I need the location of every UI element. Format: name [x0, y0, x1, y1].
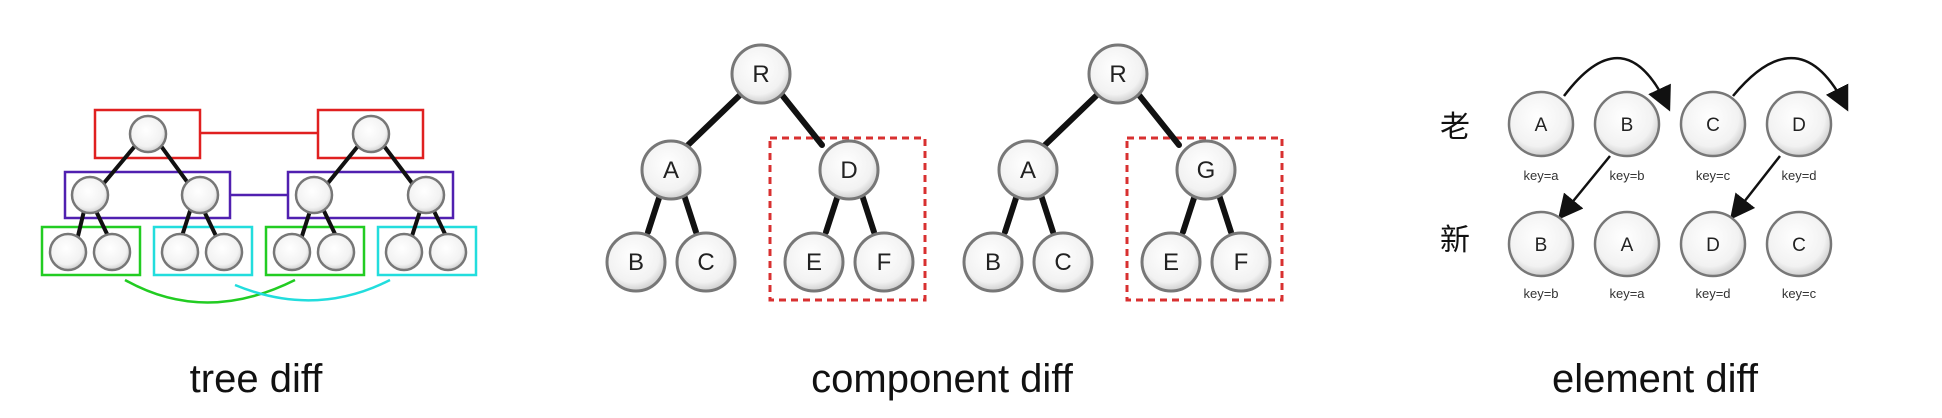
node-b-right — [962, 231, 1024, 293]
node-f-left — [853, 231, 915, 293]
element-diff-caption: element diff — [1552, 357, 1759, 401]
svg-text:E: E — [806, 249, 822, 276]
svg-text:E: E — [1163, 249, 1179, 276]
tree-diff-diagram — [40, 108, 478, 304]
element-diff-diagram: 老 新 A key=a B key=b C key=c D key=d — [1440, 57, 1849, 301]
node-c-right — [1032, 231, 1094, 293]
level3-box-green-left — [40, 225, 142, 277]
svg-text:A: A — [1535, 115, 1548, 136]
svg-text:key=c: key=c — [1782, 286, 1817, 301]
svg-text:key=b: key=b — [1609, 168, 1644, 183]
move-arrows — [1557, 57, 1849, 220]
tree-nodes — [48, 114, 468, 272]
node-e-left — [783, 231, 845, 293]
svg-text:G: G — [1197, 157, 1216, 184]
node-r-left — [730, 43, 792, 105]
old-row-label: 老 — [1440, 110, 1470, 145]
node-b-left — [605, 231, 667, 293]
svg-text:R: R — [752, 61, 769, 88]
green-move-curve — [124, 278, 296, 304]
component-right-tree: R A G B C E F — [962, 43, 1272, 293]
node-c-left — [675, 231, 737, 293]
new-node-d — [1679, 210, 1747, 278]
arrow-c-moves-right — [1732, 57, 1849, 112]
component-left-tree: R A D B C E F — [605, 43, 915, 293]
node-a-left — [640, 139, 702, 201]
new-node-b — [1507, 210, 1575, 278]
component-diff-diagram: R A D B C E F R A G B C — [605, 43, 1284, 302]
component-edges — [645, 92, 1234, 235]
new-node-a — [1593, 210, 1661, 278]
changed-subtree-box-right — [1125, 136, 1284, 302]
old-row: A key=a B key=b C key=c D key=d — [1507, 90, 1833, 183]
old-node-b — [1593, 90, 1661, 158]
node-g-right — [1175, 139, 1237, 201]
tree-diff-caption: tree diff — [190, 357, 324, 401]
new-row: B key=b A key=a D key=d C key=c — [1507, 210, 1833, 301]
svg-text:D: D — [1706, 235, 1720, 256]
svg-text:D: D — [840, 157, 857, 184]
svg-text:key=b: key=b — [1523, 286, 1558, 301]
svg-text:key=a: key=a — [1523, 168, 1559, 183]
old-node-c — [1679, 90, 1747, 158]
changed-subtree-box-left — [768, 136, 927, 302]
arrow-b-moves-down — [1557, 155, 1611, 220]
arrow-a-moves-right — [1563, 57, 1671, 112]
node-f-right — [1210, 231, 1272, 293]
svg-text:C: C — [697, 249, 714, 276]
svg-text:C: C — [1054, 249, 1071, 276]
svg-text:A: A — [663, 157, 679, 184]
svg-text:B: B — [1535, 235, 1548, 256]
component-diff-caption: component diff — [811, 357, 1074, 401]
svg-text:key=c: key=c — [1696, 168, 1731, 183]
level3-box-cyan-right — [376, 225, 478, 277]
svg-text:F: F — [877, 249, 892, 276]
svg-text:C: C — [1706, 115, 1720, 136]
old-node-a — [1507, 90, 1575, 158]
svg-text:F: F — [1234, 249, 1249, 276]
old-node-d — [1765, 90, 1833, 158]
svg-text:R: R — [1109, 61, 1126, 88]
arrow-d-moves-down — [1729, 155, 1781, 220]
svg-text:key=d: key=d — [1695, 286, 1730, 301]
svg-text:B: B — [1621, 115, 1634, 136]
svg-text:C: C — [1792, 235, 1806, 256]
svg-text:B: B — [628, 249, 644, 276]
level3-box-green-right — [264, 225, 366, 277]
new-node-c — [1765, 210, 1833, 278]
svg-text:B: B — [985, 249, 1001, 276]
svg-text:D: D — [1792, 115, 1806, 136]
tree-edges — [76, 144, 448, 238]
new-row-label: 新 — [1440, 223, 1470, 258]
cyan-move-curve — [234, 278, 391, 302]
svg-text:key=d: key=d — [1781, 168, 1816, 183]
node-a-right — [997, 139, 1059, 201]
node-e-right — [1140, 231, 1202, 293]
level3-box-cyan-left — [152, 225, 254, 277]
svg-text:A: A — [1020, 157, 1036, 184]
svg-text:key=a: key=a — [1609, 286, 1645, 301]
node-r-right — [1087, 43, 1149, 105]
svg-text:A: A — [1621, 235, 1634, 256]
node-d-left — [818, 139, 880, 201]
